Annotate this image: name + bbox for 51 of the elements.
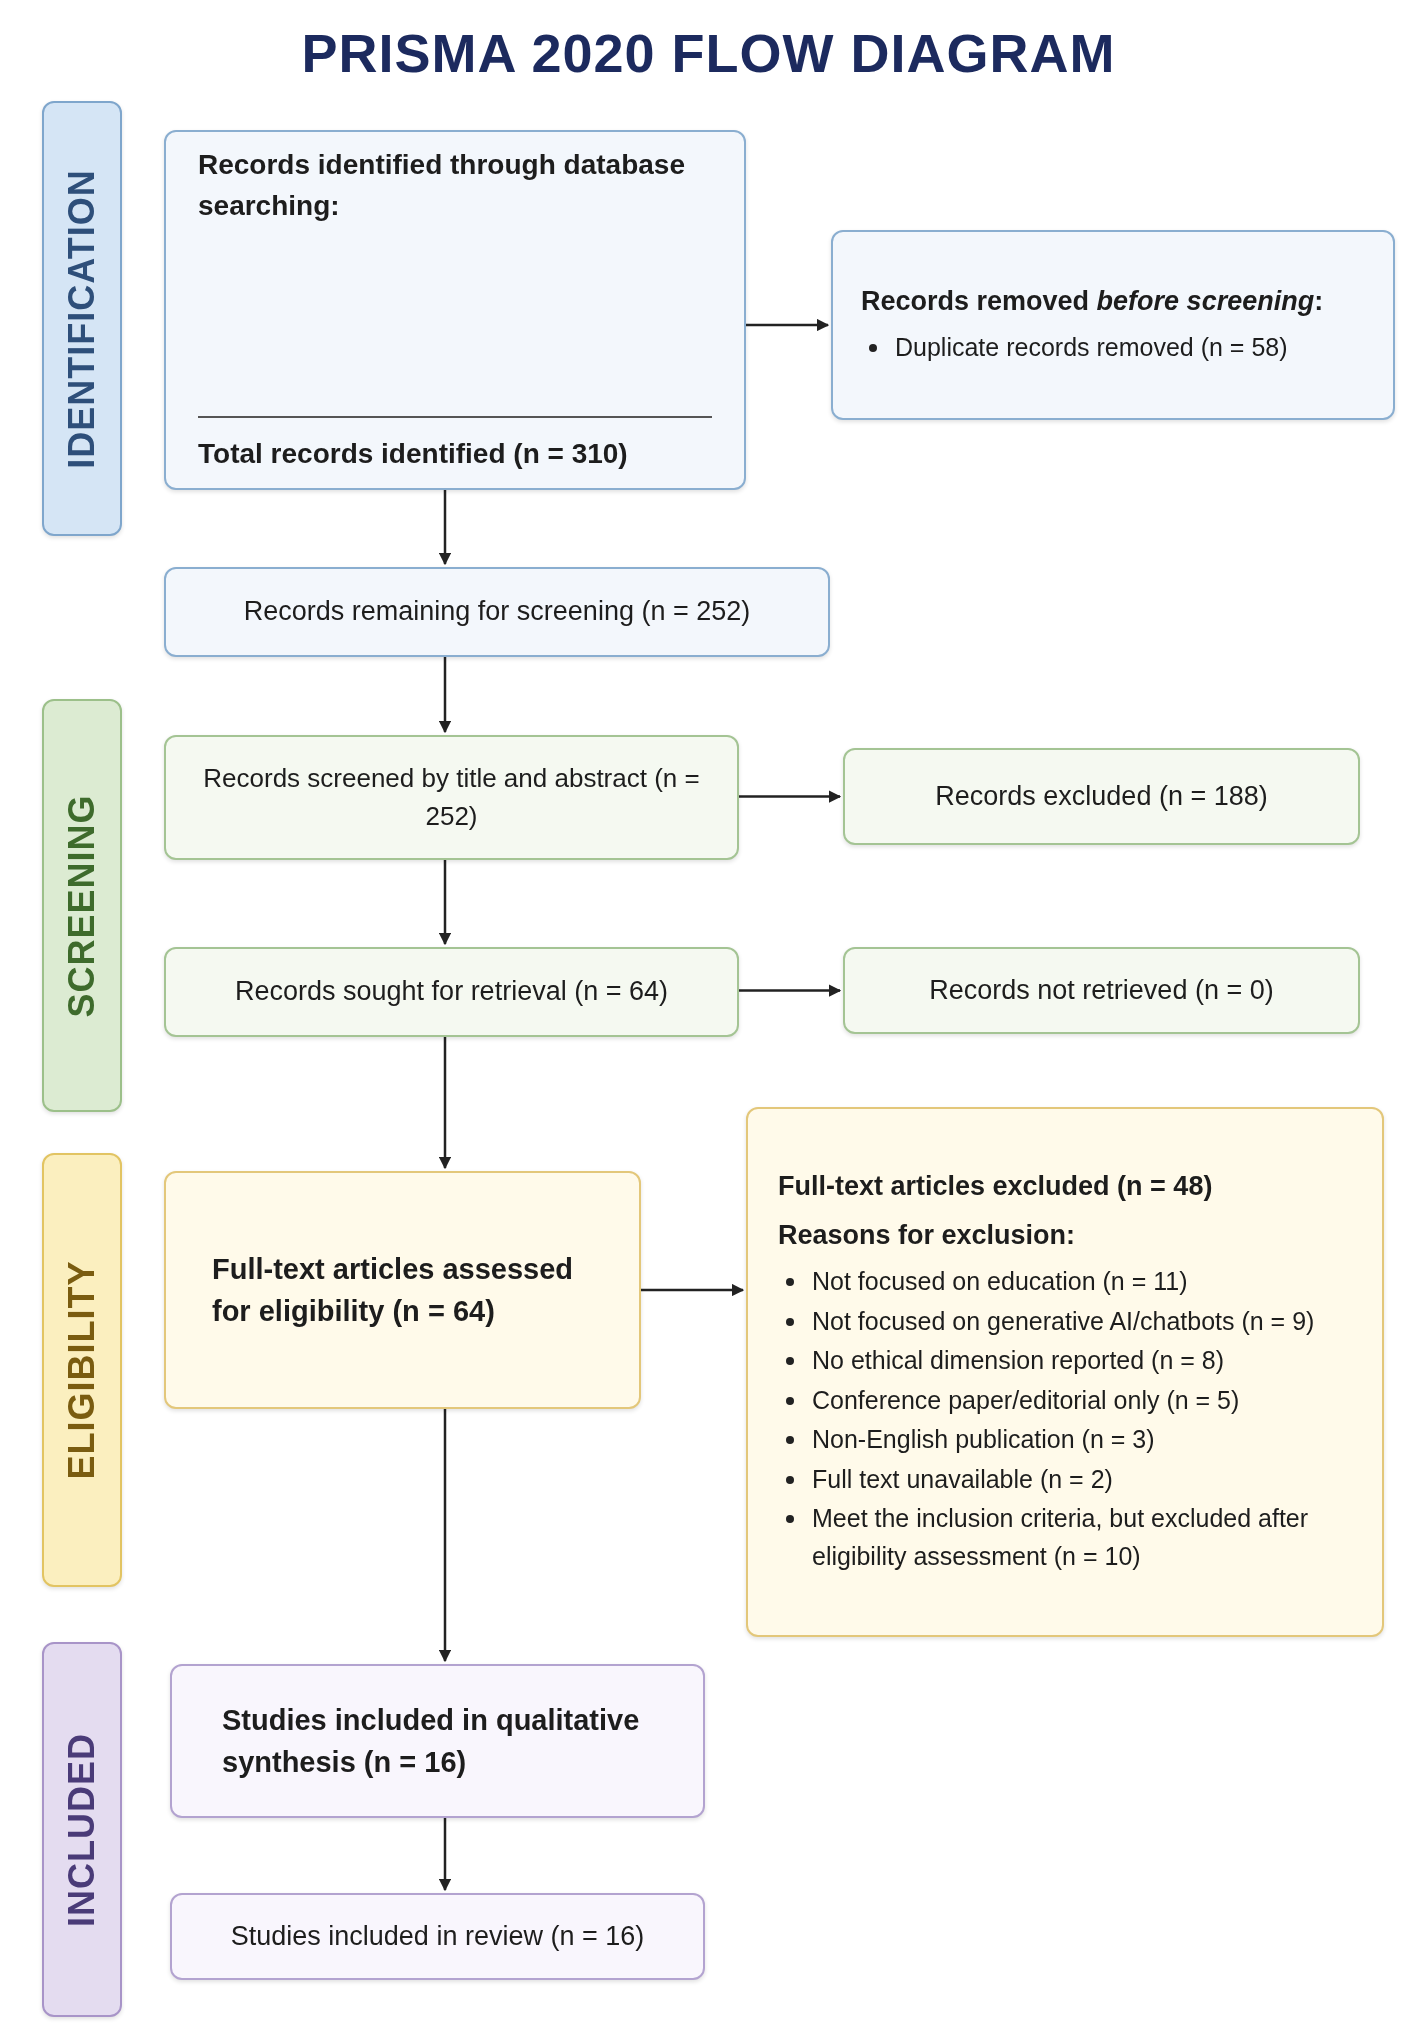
process-box xyxy=(164,130,746,490)
list-item: No ethical dimension reported (n = 8) xyxy=(812,1345,1225,1377)
list-item: Full text unavailable (n = 2) xyxy=(812,1463,1113,1495)
process-box xyxy=(170,1893,705,1980)
process-box xyxy=(164,1171,641,1409)
phase-label: SCREENING xyxy=(61,794,103,1017)
process-box xyxy=(831,230,1395,420)
phase-band xyxy=(42,699,122,1112)
arrow xyxy=(739,790,842,803)
arrow xyxy=(641,1283,745,1297)
box-text: Full-text articles excluded (n = 48) xyxy=(778,1169,1214,1203)
arrow xyxy=(438,657,452,734)
list-item: Not focused on generative AI/chatbots (n = 9) xyxy=(812,1305,1315,1337)
box-text: Studies included in review (n = 16) xyxy=(229,1919,646,1953)
arrow xyxy=(746,318,830,332)
box-subtext: Total records identified (n = 310) xyxy=(198,437,629,472)
list-item: Not focused on education (n = 11) xyxy=(812,1266,1188,1298)
box-text: Records removed before screening: xyxy=(861,284,1325,318)
process-box xyxy=(746,1107,1384,1637)
phase-label: INCLUDED xyxy=(61,1732,103,1927)
arrow xyxy=(438,490,452,566)
arrow xyxy=(438,1818,452,1892)
box-text: Records sought for retrieval (n = 64) xyxy=(234,975,669,1009)
list-item: Duplicate records removed (n = 58) xyxy=(895,331,1288,363)
process-box xyxy=(843,947,1360,1034)
list-item: Conference paper/editorial only (n = 5) xyxy=(812,1384,1240,1416)
box-text: Studies included in qualitative synthesis (n = 16) xyxy=(222,1702,641,1780)
list-item: Non-English publication (n = 3) xyxy=(812,1424,1155,1456)
process-box xyxy=(164,735,739,860)
process-box xyxy=(843,748,1360,845)
phase-band xyxy=(42,101,122,536)
box-text: Records screened by title and abstract (n = 252) xyxy=(202,761,701,833)
process-box xyxy=(164,567,830,657)
arrow xyxy=(438,1409,452,1663)
arrow xyxy=(438,1037,452,1170)
box-text: Records excluded (n = 188) xyxy=(934,779,1269,813)
phase-label: IDENTIFICATION xyxy=(61,168,103,469)
box-subtext: Reasons for exclusion: xyxy=(778,1219,1077,1252)
list-item: Meet the inclusion criteria, but excluded after eligibility assessment (n = 10) xyxy=(812,1503,1310,1572)
box-text: Records identified through database searching: xyxy=(198,148,686,223)
arrow xyxy=(739,984,842,997)
box-text: Records remaining for screening (n = 252) xyxy=(242,595,752,629)
box-text: Records not retrieved (n = 0) xyxy=(928,973,1275,1007)
process-box xyxy=(164,947,739,1037)
diagram-title: PRISMA 2020 FLOW DIAGRAM xyxy=(300,22,1117,84)
phase-label: ELIGIBILITY xyxy=(61,1260,103,1480)
box-text: Full-text articles assessed for eligibility (n = 64) xyxy=(212,1251,575,1329)
phase-band xyxy=(42,1153,122,1587)
arrow xyxy=(438,860,452,946)
phase-band xyxy=(42,1642,122,2017)
process-box xyxy=(170,1664,705,1818)
